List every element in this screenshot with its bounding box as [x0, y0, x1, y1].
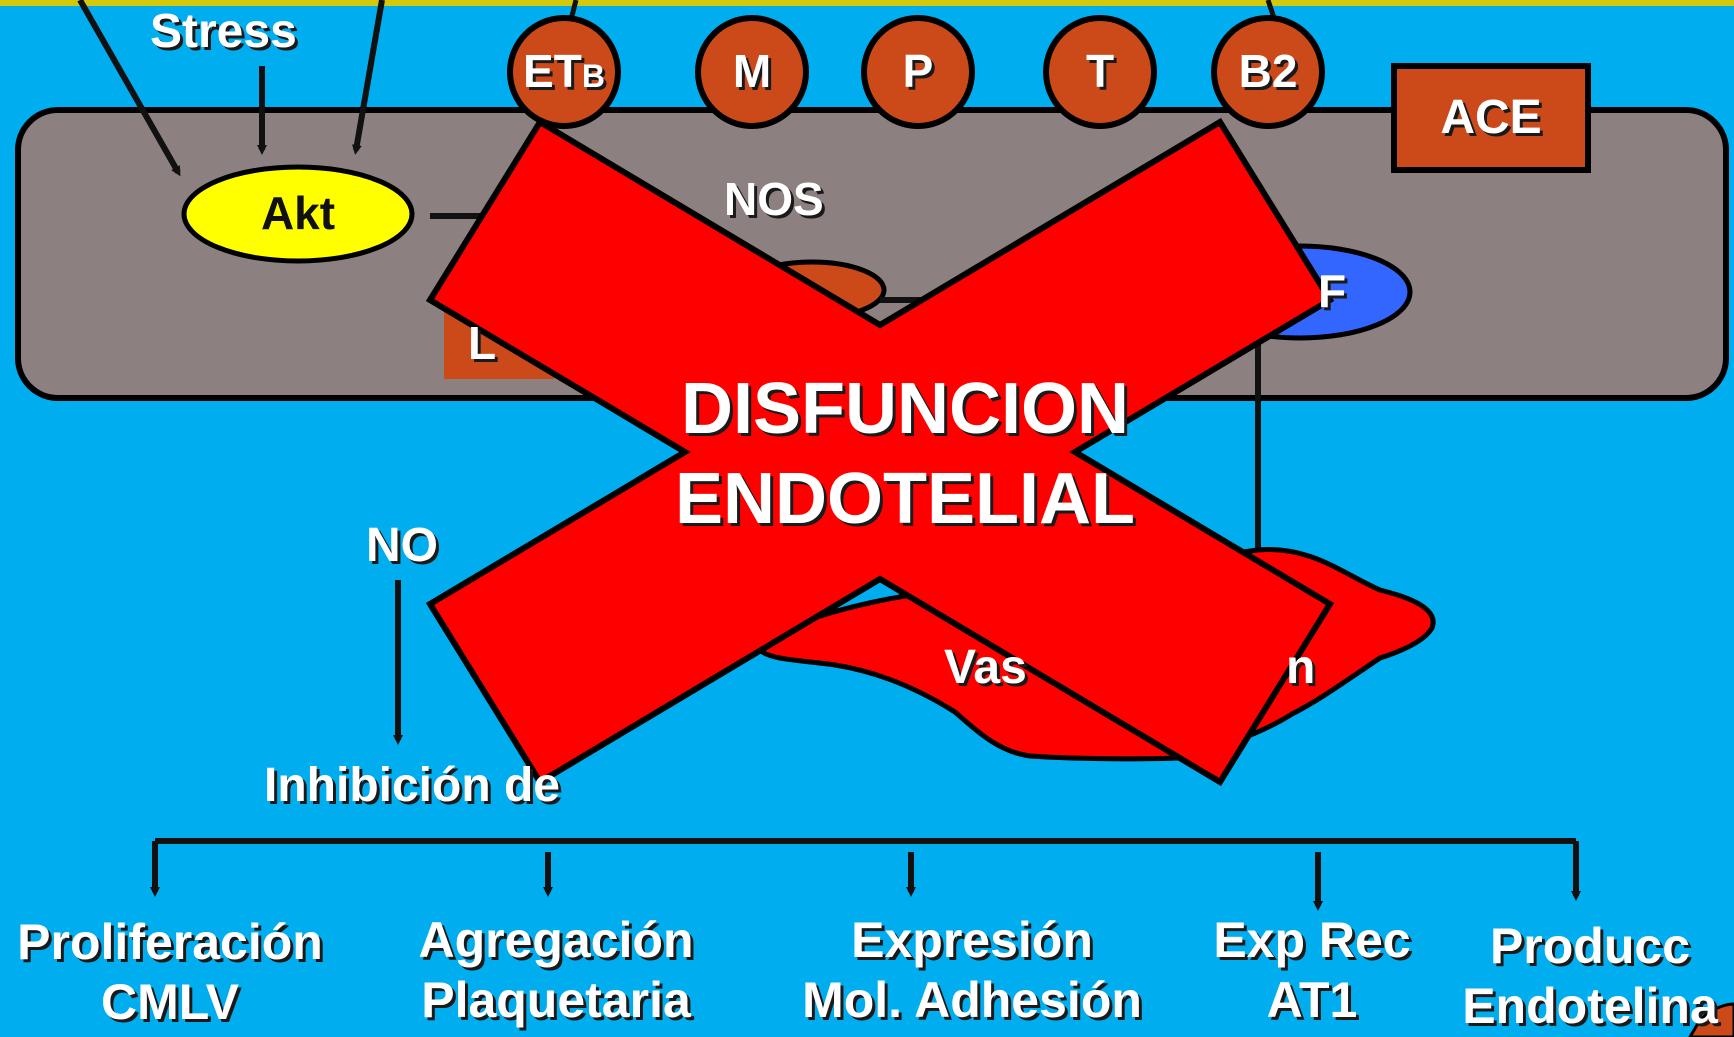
partial-oval-label: F: [1318, 265, 1347, 317]
effect-agregacion: Agregación Plaquetaria: [418, 910, 693, 1030]
receptor-circle-m: [695, 15, 809, 129]
effect-proliferacion-line1: Proliferación: [17, 914, 323, 970]
disfuncion-line2: ENDOTELIAL: [675, 459, 1135, 539]
effect-expresion: Expresión Mol. Adhesión: [802, 910, 1142, 1030]
receptor-label-t: T: [1085, 45, 1115, 97]
akt-oval: [181, 164, 415, 264]
receptor-label-b2: B2: [1238, 45, 1298, 97]
top-border-strip: [0, 0, 1734, 6]
effect-producc-line1: Producc: [1489, 918, 1691, 974]
partial-box-label: L: [468, 317, 497, 369]
effect-exp-rec-line2: AT1: [1266, 972, 1358, 1028]
receptor-label-p: P: [902, 45, 934, 97]
receptor-circle-b2: [1211, 15, 1325, 129]
effect-proliferacion: Proliferación CMLV: [17, 912, 323, 1032]
inhibicion-label: Inhibición de: [264, 759, 560, 812]
effect-producc-line2: Endotelina: [1462, 978, 1718, 1034]
ace-label: ACE: [1440, 91, 1542, 144]
akt-label: Akt: [260, 187, 336, 239]
effect-exp-rec-line1: Exp Rec: [1213, 912, 1411, 968]
disfuncion-line1: DISFUNCION: [681, 369, 1129, 449]
receptor-circle-t: [1043, 15, 1157, 129]
effect-expresion-line2: Mol. Adhesión: [802, 972, 1142, 1028]
receptor-label-etb: ETB: [523, 44, 605, 98]
receptor-etb-subscript: B: [581, 58, 605, 94]
effect-producc: Producc Endotelina: [1462, 916, 1718, 1036]
receptor-circle-p: [861, 15, 975, 129]
corner-decoration: [1688, 1002, 1734, 1037]
receptor-etb-main: ET: [523, 45, 582, 97]
stress-label: Stress: [150, 5, 297, 58]
effect-proliferacion-line2: CMLV: [101, 974, 239, 1030]
effect-exp-rec: Exp Rec AT1: [1213, 910, 1410, 1030]
effect-expresion-line1: Expresión: [851, 912, 1093, 968]
no-label: NO: [366, 519, 438, 572]
receptor-label-m: M: [732, 45, 772, 97]
ace-box: [1391, 63, 1591, 173]
arrow-right-diagonal: [351, 0, 385, 155]
vaso-label-right: n: [1286, 641, 1316, 694]
arrow-left-diagonal: [77, 0, 181, 177]
big-red-x: [425, 117, 1335, 787]
effect-agregacion-line2: Plaquetaria: [421, 972, 691, 1028]
vaso-label-left: Vas: [944, 641, 1027, 694]
receptor-circle-etb: [507, 15, 621, 129]
nos-label: NOS: [724, 173, 824, 225]
effect-agregacion-line1: Agregación: [418, 912, 694, 968]
